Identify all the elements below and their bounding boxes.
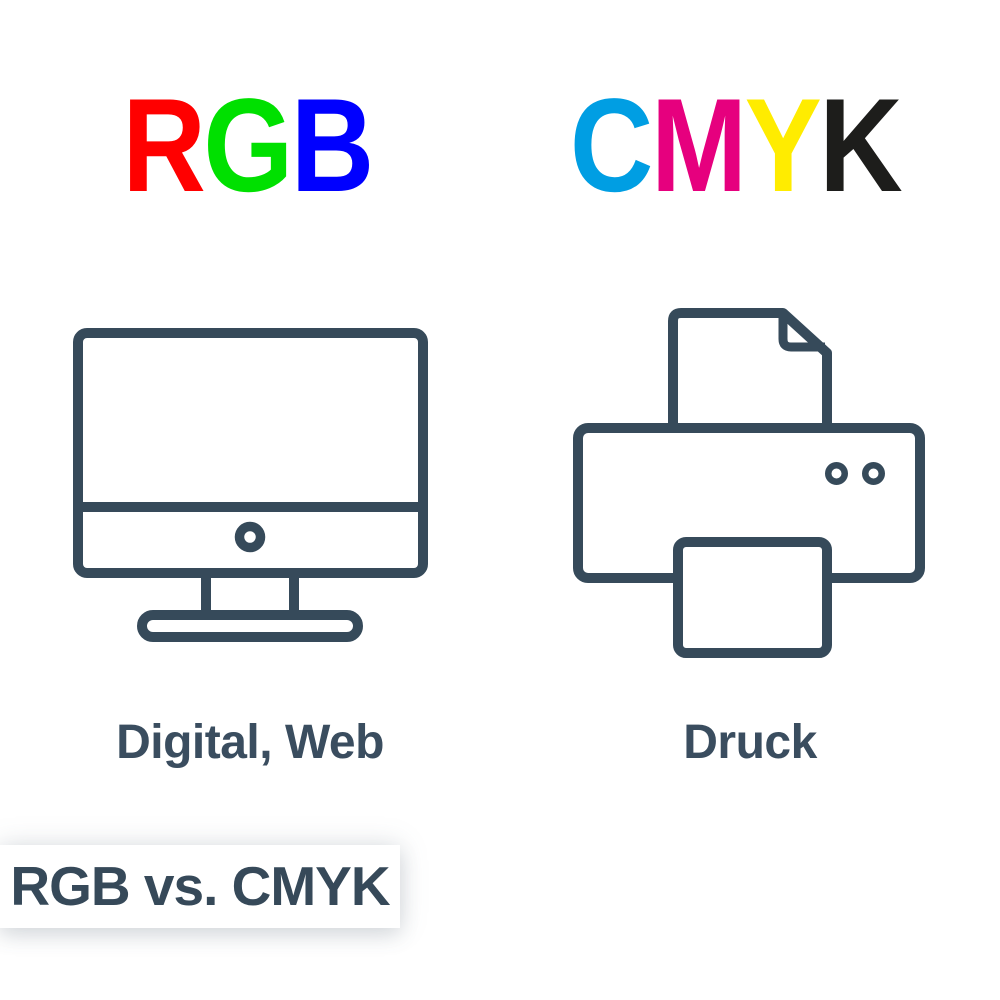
cmyk-title: CMYK <box>518 80 953 213</box>
label-digital-web: Digital, Web <box>116 716 384 769</box>
caption-text: RGB vs. CMYK <box>10 855 390 917</box>
caption-box: RGB vs. CMYK <box>0 845 400 928</box>
monitor-icon <box>73 328 428 644</box>
printer-icon <box>573 308 927 658</box>
cmyk-letter-y: Y <box>744 72 822 220</box>
label-druck: Druck <box>683 716 817 769</box>
rgb-letter-r: R <box>122 72 206 220</box>
cmyk-letter-m: M <box>650 72 747 220</box>
cmyk-letter-c: C <box>569 72 654 220</box>
rgb-letter-g: G <box>203 72 293 220</box>
rgb-title: RGB <box>30 80 465 213</box>
rgb-letter-b: B <box>290 72 375 220</box>
cmyk-letter-k: K <box>819 72 903 220</box>
